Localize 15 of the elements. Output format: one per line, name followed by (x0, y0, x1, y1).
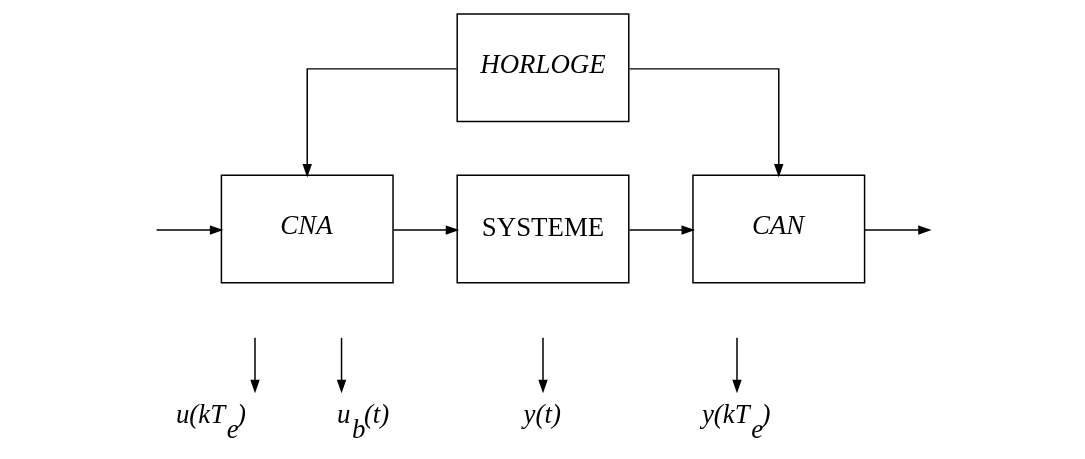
arrow (537, 337, 548, 394)
arrow (628, 225, 695, 235)
node-box: HORLOGE (455, 13, 630, 123)
node-text: y(t) (523, 399, 561, 430)
node-box: CAN (691, 174, 865, 284)
node-box: CNA (220, 174, 394, 284)
arrow (155, 225, 223, 235)
arrow (336, 337, 346, 394)
arrow (249, 337, 260, 394)
node-box: SYSTEME (455, 174, 630, 284)
arrow (863, 225, 932, 235)
arrow (392, 225, 459, 235)
arrow (628, 68, 783, 178)
arrow (731, 337, 742, 394)
arrow (302, 68, 457, 178)
